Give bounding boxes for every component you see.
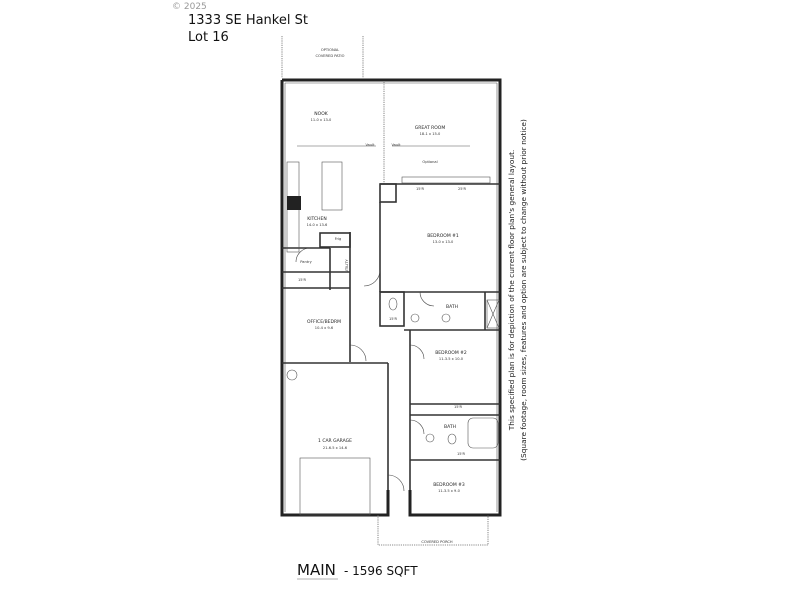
bedroom3-label: BEDROOM #3 bbox=[433, 482, 465, 488]
frig-label: Frig bbox=[335, 237, 342, 241]
garage-label: 1 CAR GARAGE bbox=[318, 438, 352, 444]
porch-label: COVERED PORCH bbox=[421, 540, 453, 544]
bath1-label: BATH bbox=[446, 304, 458, 310]
disclaimer-line1: This specified plan is for depiction of … bbox=[507, 150, 516, 432]
bedroom2-label: BEDROOM #2 bbox=[435, 350, 467, 356]
level-label: MAIN bbox=[297, 561, 336, 579]
bedroom1-size: 13-0 x 13-0 bbox=[433, 240, 454, 244]
doors bbox=[295, 247, 435, 492]
covered-porch: COVERED PORCH bbox=[377, 515, 489, 546]
lot-number: Lot 16 bbox=[188, 30, 229, 45]
copyright: © 2025 bbox=[172, 2, 207, 12]
bedroom3-size: 11-3.5 x 9-0 bbox=[438, 489, 461, 493]
office-size: 10-4 x 9-6 bbox=[315, 326, 334, 330]
great-room-size: 18-1 x 15-0 bbox=[420, 132, 441, 136]
garage-size: 21-6.5 x 14-6 bbox=[323, 446, 348, 450]
disclaimer-line2: (Square footage, room sizes, features an… bbox=[519, 119, 528, 461]
kitchen-label: KITCHEN bbox=[307, 216, 327, 222]
shelf-label: 15'R bbox=[298, 278, 307, 282]
address: 1333 SE Hankel St bbox=[188, 13, 308, 28]
shelf-label: 15'R bbox=[389, 317, 398, 321]
optional-label: Optional bbox=[422, 160, 437, 164]
bedroom2-size: 11-3.5 x 10-0 bbox=[439, 357, 464, 361]
great-room-label: GREAT ROOM bbox=[415, 125, 446, 131]
exterior-walls bbox=[280, 78, 502, 517]
bath2-label: BATH bbox=[444, 424, 456, 430]
bedroom1-label: BEDROOM #1 bbox=[427, 233, 459, 239]
square-footage: - 1596 SQFT bbox=[344, 564, 418, 578]
interior-walls bbox=[282, 82, 500, 516]
covered-patio: OPTIONAL COVERED PATIO bbox=[281, 36, 364, 78]
shelf-label: 25'R bbox=[458, 187, 467, 191]
shelf-label: 15'R bbox=[457, 452, 466, 456]
nook-label: NOOK bbox=[314, 111, 328, 117]
patio-label: COVERED PATIO bbox=[316, 54, 345, 58]
office-label: OFFICE/BEDRM bbox=[307, 319, 341, 325]
shelf-label: 15'R bbox=[454, 405, 463, 409]
vault-label: Vault bbox=[391, 143, 401, 147]
shelf-label: 15'R bbox=[416, 187, 425, 191]
kitchen-size: 14-0 x 13-6 bbox=[307, 223, 328, 227]
patio-label: OPTIONAL bbox=[321, 48, 339, 52]
nook-size: 11-0 x 13-0 bbox=[311, 118, 332, 122]
utility-label: UTILITY bbox=[345, 259, 349, 273]
vault-label: Vault bbox=[365, 143, 375, 147]
pantry-label: Pantry bbox=[300, 260, 312, 264]
